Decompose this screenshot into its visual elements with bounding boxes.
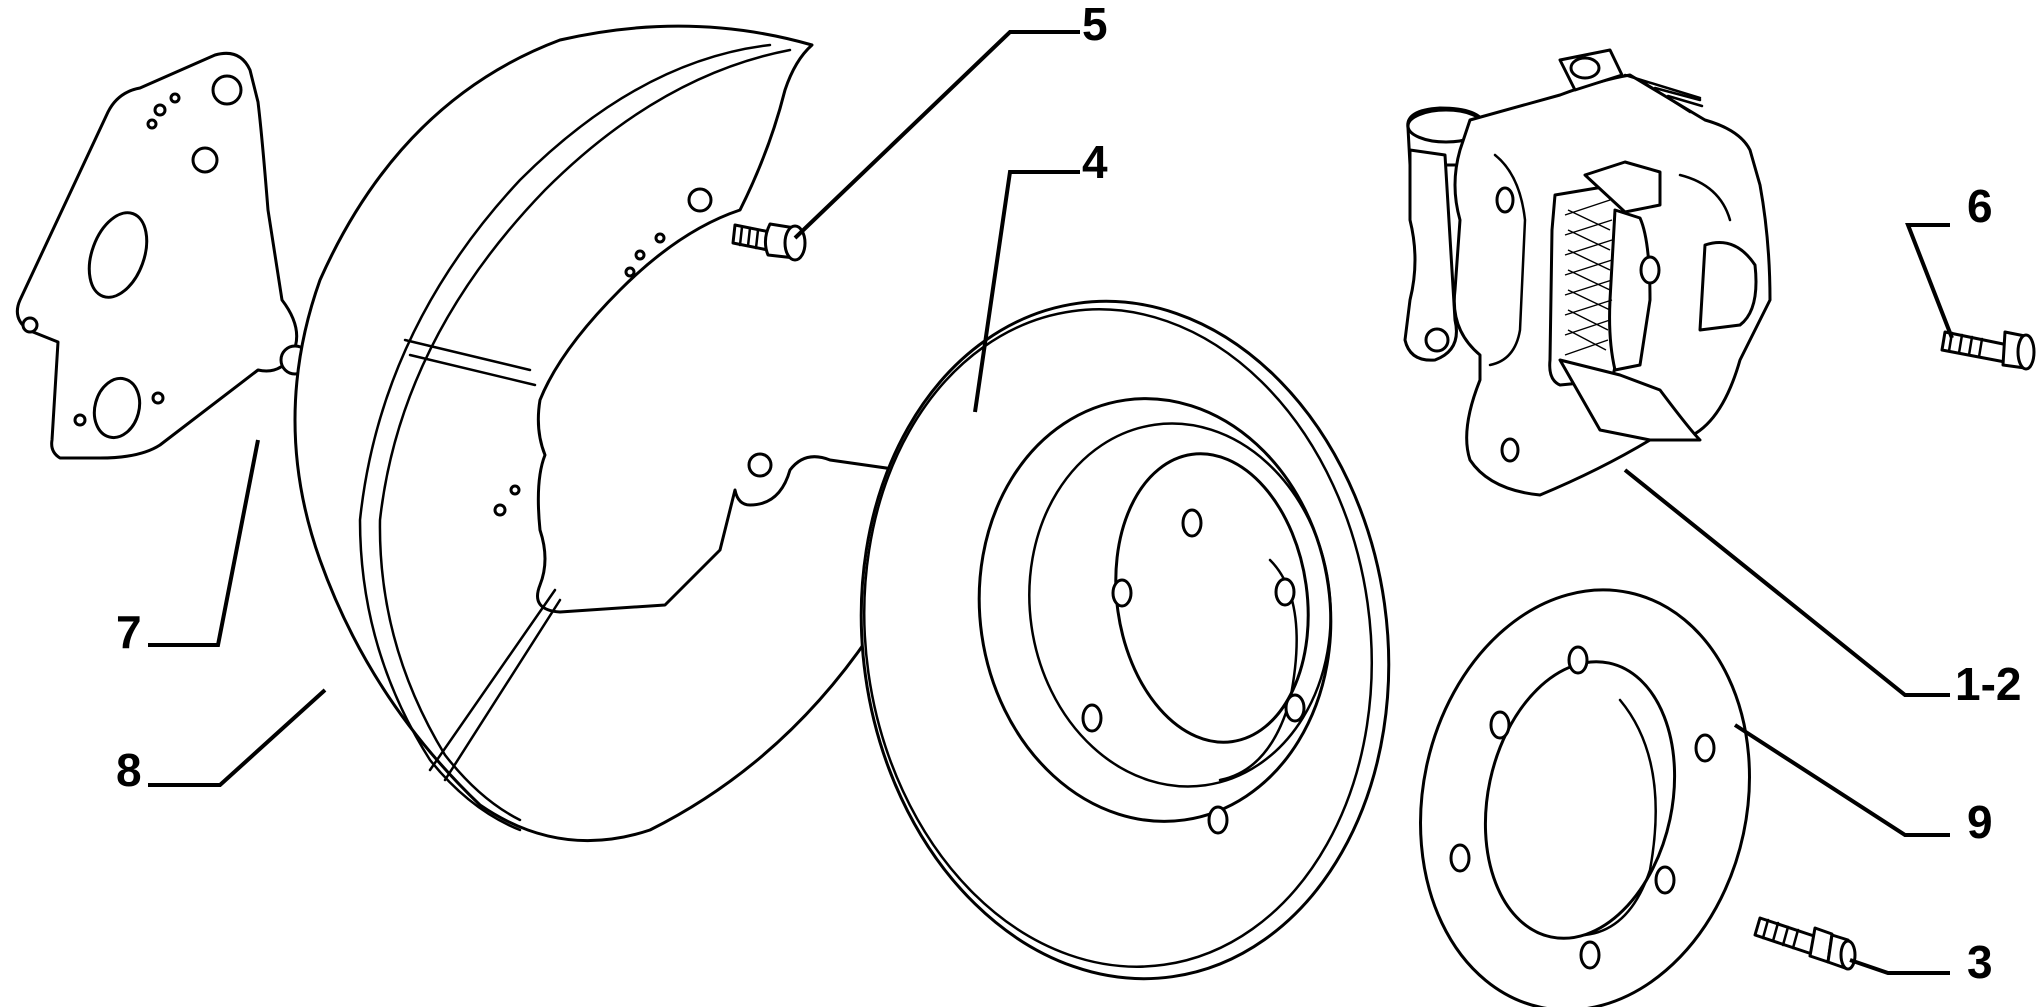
callout-1-2: 1-2 [1955, 658, 2021, 710]
callout-6: 6 [1967, 180, 1993, 232]
leader-4 [973, 170, 1080, 413]
leader-9 [1733, 723, 1950, 837]
leader-1-2 [1623, 468, 1950, 697]
brake-disc-part-4 [859, 299, 1391, 981]
dust-shield-part-8 [293, 24, 937, 843]
callout-leaders [148, 30, 1954, 975]
callout-4: 4 [1082, 136, 1108, 188]
callout-7: 7 [116, 606, 142, 658]
bolt-part-3 [1753, 916, 1857, 971]
bolt-part-6 [1940, 330, 2036, 371]
spacer-ring-part-9 [1419, 588, 1751, 1007]
callout-labels: 5 4 6 7 8 1-2 9 3 [116, 0, 2021, 988]
leader-3 [1849, 958, 1950, 975]
leader-6 [1905, 223, 1954, 339]
callout-8: 8 [116, 744, 142, 796]
leader-5 [793, 30, 1080, 240]
leader-7 [148, 439, 260, 647]
pad-friction-hatch [1564, 199, 1613, 356]
bolt-part-5 [731, 222, 807, 262]
callout-3: 3 [1967, 936, 1993, 988]
mounting-plate-part-7 [15, 51, 311, 460]
callout-9: 9 [1967, 796, 1993, 848]
callout-5: 5 [1082, 0, 1108, 50]
leader-8 [148, 688, 327, 787]
brake-caliper-part-1-2 [1403, 48, 1772, 497]
